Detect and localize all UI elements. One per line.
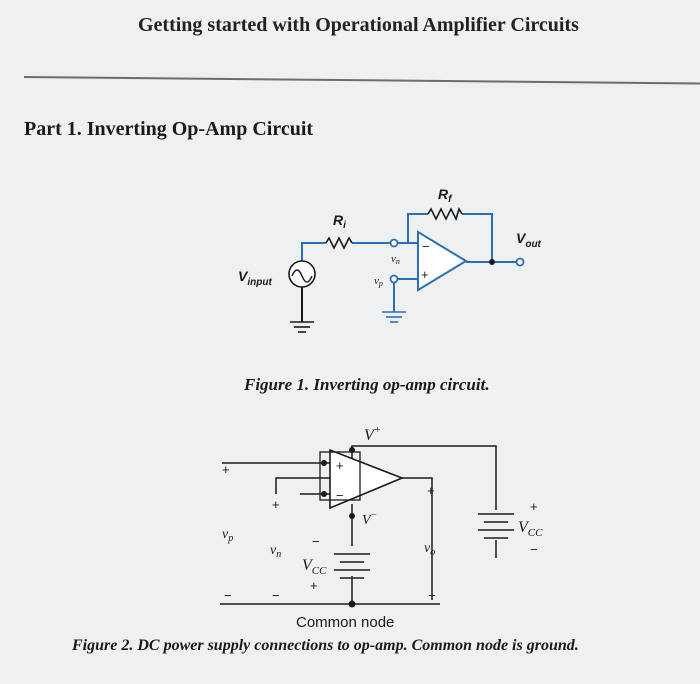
vo-plus-sign: + [427,483,435,498]
label-vo-fig2: vo [424,541,435,558]
label-vp-fig2: vp [222,527,233,544]
ac-source-icon [288,260,316,288]
vp-plus-sign: + [222,462,230,477]
label-rf: Rf [438,186,453,205]
wire-feedback-right [462,213,493,262]
figure-2-caption: Figure 2. DC power supply connections to… [72,637,579,654]
opamp-triangle-fig1 [417,230,468,292]
label-vn-fig1: vn [391,253,400,266]
opamp-plus-symbol: + [421,267,429,282]
label-vp-fig1: vp [374,275,383,288]
node-vout-terminal [515,257,525,267]
resistor-rf [427,207,463,222]
ground-symbol-source [290,321,314,333]
opamp-pin-box [319,451,361,501]
vp-minus-sign: − [224,588,232,603]
vcc-right-plus-sign: + [530,499,538,514]
vn-plus-sign: + [272,497,280,512]
battery-right-icon [478,513,514,539]
pin-dot-vminus [349,513,355,519]
opamp-triangle-fig2 [329,448,405,510]
label-vcc-right: VCC [518,519,543,539]
label-vout: Vout [516,230,542,250]
document-title: Getting started with Operational Amplifi… [138,14,579,36]
wire-output-fig2 [402,477,433,600]
label-ri: Ri [333,212,346,231]
vcc-left-minus-sign: − [312,534,320,549]
common-node-dot [348,600,356,608]
resistor-ri [325,236,353,250]
wire-vn-input [275,477,330,494]
label-vminus: V− [362,510,377,528]
pin-dot-minus [321,491,327,497]
pin-dot-vplus [349,447,355,453]
wire-feedback-left [407,213,428,243]
label-vplus: V+ [364,424,381,444]
vcc-right-minus-sign: − [530,542,538,557]
node-output-junction [489,259,495,265]
vcc-left-plus-sign: + [310,578,318,593]
label-vcc-left: VCC [302,557,327,577]
pin-dot-plus [321,460,327,466]
vo-minus-sign: − [428,588,436,603]
figure-1-caption: Figure 1. Inverting op-amp circuit. [244,375,490,394]
opamp2-plus-symbol: + [336,458,344,473]
battery-left-icon [334,553,370,579]
label-vinput: Vinput [238,268,272,288]
opamp2-minus-symbol: − [336,488,344,503]
sine-wave-icon [291,269,313,283]
wire-source-to-ri [301,242,326,262]
label-vn-fig2: vn [270,543,281,560]
opamp-minus-symbol: − [422,239,430,254]
node-vp [389,274,399,284]
section-title: Part 1. Inverting Op-Amp Circuit [24,118,314,140]
vn-minus-sign: − [272,588,280,603]
ground-symbol-vp [382,311,406,323]
node-vn [389,238,399,248]
label-common-node: Common node [296,614,394,631]
